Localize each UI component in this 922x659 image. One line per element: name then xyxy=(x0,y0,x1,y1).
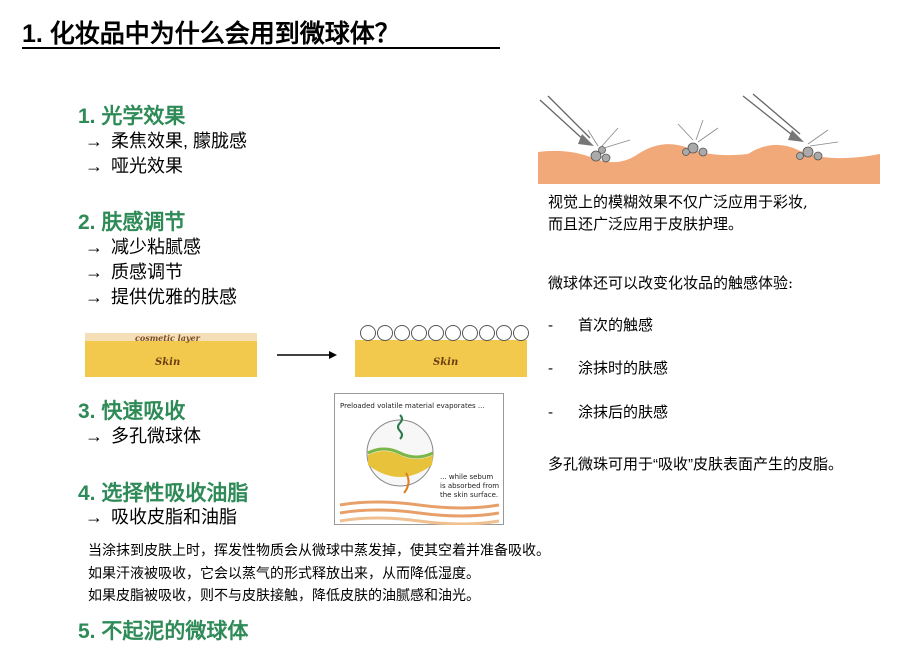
section-heading-optical: 1. 光学效果 xyxy=(78,105,186,128)
arrow-right-icon: → xyxy=(85,426,103,446)
bottom-text-line-1: 当涂抹到皮肤上时，挥发性物质会从微球中蒸发掉，使其空着并准备吸收。 xyxy=(88,543,550,559)
figure-bottom-text-0: ... while sebum xyxy=(440,473,493,481)
spheres xyxy=(590,142,823,163)
feel-intro: 微球体还可以改变化妆品的触感体验: xyxy=(548,274,794,292)
arrow-head-icon xyxy=(329,351,337,359)
scatter-lines xyxy=(587,119,839,149)
bottom-text-line-2: 如果汗液被吸收，它会以蒸气的形式释放出来，从而降低湿度。 xyxy=(88,566,480,582)
feel-item: -涂抹后的肤感 xyxy=(548,403,669,421)
cosmetic-layer-band xyxy=(85,333,257,343)
list-item: →质感调节 xyxy=(85,262,183,282)
list-item: →吸收皮脂和油脂 xyxy=(85,507,237,527)
arrow-right-icon: → xyxy=(85,237,103,257)
skin-band-left xyxy=(85,341,257,377)
skin-layer-diagram: cosmetic layer Skin Skin xyxy=(85,325,529,377)
bottom-text-line-3: 如果皮脂被吸收，则不与皮肤接触，降低皮肤的油腻感和油光。 xyxy=(88,588,480,604)
figure-top-text: Preloaded volatile material evaporates .… xyxy=(340,402,485,410)
arrow-right-icon: → xyxy=(85,131,103,151)
skin-line-2 xyxy=(339,508,500,518)
arrow-right-icon: → xyxy=(85,156,103,176)
list-item: →提供优雅的肤感 xyxy=(85,287,237,307)
list-item: →哑光效果 xyxy=(85,156,183,176)
arrow-right-icon: → xyxy=(85,507,103,527)
vapor-squiggle xyxy=(397,414,403,440)
skin-line-1 xyxy=(339,500,500,510)
section-heading-feel: 2. 肤感调节 xyxy=(78,211,186,234)
figure-bottom-text-2: the skin surface. xyxy=(440,491,498,499)
light-rays xyxy=(539,93,801,143)
feel-item: -首次的触感 xyxy=(548,316,654,334)
arrow-right-icon: → xyxy=(85,287,103,307)
cosmetic-layer-label: cosmetic layer xyxy=(135,333,201,343)
skin-band-right xyxy=(355,340,527,377)
absorb-arrow xyxy=(403,472,410,494)
skin-line-3 xyxy=(339,516,500,525)
ray-arrow-icon-2 xyxy=(788,130,804,142)
porous-text: 多孔微珠可用于“吸收”皮肤表面产生的皮脂。 xyxy=(548,456,843,473)
feel-item: -涂抹时的肤感 xyxy=(548,359,669,377)
section-heading-nonpilling: 5. 不起泥的微球体 xyxy=(78,620,249,643)
section-heading-oil: 4. 选择性吸收油脂 xyxy=(78,482,249,505)
skin-scatter-illustration xyxy=(538,93,880,184)
figure-bottom-text-1: is absorbed from xyxy=(440,482,499,490)
list-item: →多孔微球体 xyxy=(85,426,201,446)
optical-text-line-1: 视觉上的模糊效果不仅广泛应用于彩妆, xyxy=(548,193,808,211)
optical-text-line-2: 而且还广泛应用于皮肤护理。 xyxy=(548,215,744,233)
list-item: →柔焦效果, 朦胧感 xyxy=(85,131,248,151)
title-underline xyxy=(22,47,500,49)
skin-label-right: Skin xyxy=(433,357,458,368)
skin-surface xyxy=(538,144,880,184)
sebum-fill xyxy=(368,451,433,477)
absorption-figure: Preloaded volatile material evaporates .… xyxy=(334,393,504,525)
page-title: 1. 化妆品中为什么会用到微球体？ xyxy=(22,20,400,48)
list-item: →减少粘腻感 xyxy=(85,237,201,257)
arrow-right-icon: → xyxy=(85,262,103,282)
green-band xyxy=(367,447,434,459)
skin-label-left: Skin xyxy=(155,357,180,368)
section-heading-absorption: 3. 快速吸收 xyxy=(78,400,186,423)
ray-arrow-icon-1 xyxy=(578,134,594,146)
